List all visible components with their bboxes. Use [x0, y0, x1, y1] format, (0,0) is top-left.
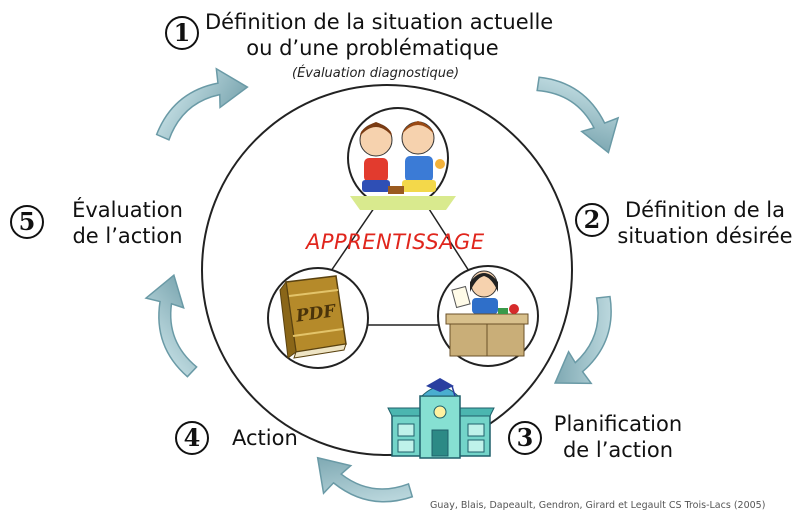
- step-2-number: 2: [575, 203, 609, 237]
- credit-text: Guay, Blais, Dapeault, Gendron, Girard e…: [430, 500, 766, 511]
- teacher-icon: [437, 265, 539, 367]
- cycle-arrow-bottom: [316, 456, 414, 503]
- school-icon: [387, 378, 495, 459]
- cycle-arrow-left: [144, 273, 198, 378]
- step-3-number: 3: [508, 421, 542, 455]
- children-icon: [347, 107, 456, 210]
- step-2-line2: situation désirée: [617, 224, 793, 248]
- center-label: APPRENTISSAGE: [306, 230, 485, 254]
- step-4-number: 4: [175, 421, 209, 455]
- step-3-line1: Planification: [553, 412, 683, 436]
- step-5-line2: de l’action: [72, 224, 183, 248]
- step-4-label: Action: [232, 426, 298, 450]
- step-1-number: 1: [165, 16, 199, 50]
- step-2-label: Définition de la situation désirée: [610, 197, 800, 249]
- step-3-line2: de l’action: [562, 438, 674, 462]
- step-3-label: Planification de l’action: [548, 411, 688, 463]
- step-5-line1: Évaluation: [72, 198, 183, 222]
- cycle-circle: [201, 84, 573, 456]
- step-5-label: Évaluation de l’action: [60, 197, 195, 249]
- cycle-arrow-right: [553, 295, 612, 385]
- step-1-label: Définition de la situation actuelle ou d…: [205, 9, 554, 61]
- step-2-line1: Définition de la: [625, 198, 785, 222]
- cycle-arrow-top-right: [536, 76, 620, 154]
- step-1-line1: Définition de la situation actuelle: [205, 10, 554, 34]
- step-1-line2: ou d’une problématique: [246, 36, 499, 60]
- step-5-number: 5: [10, 205, 44, 239]
- step-1-note: (Évaluation diagnostique): [292, 66, 460, 81]
- book-icon: [267, 267, 369, 369]
- cycle-arrow-top-left: [155, 67, 249, 141]
